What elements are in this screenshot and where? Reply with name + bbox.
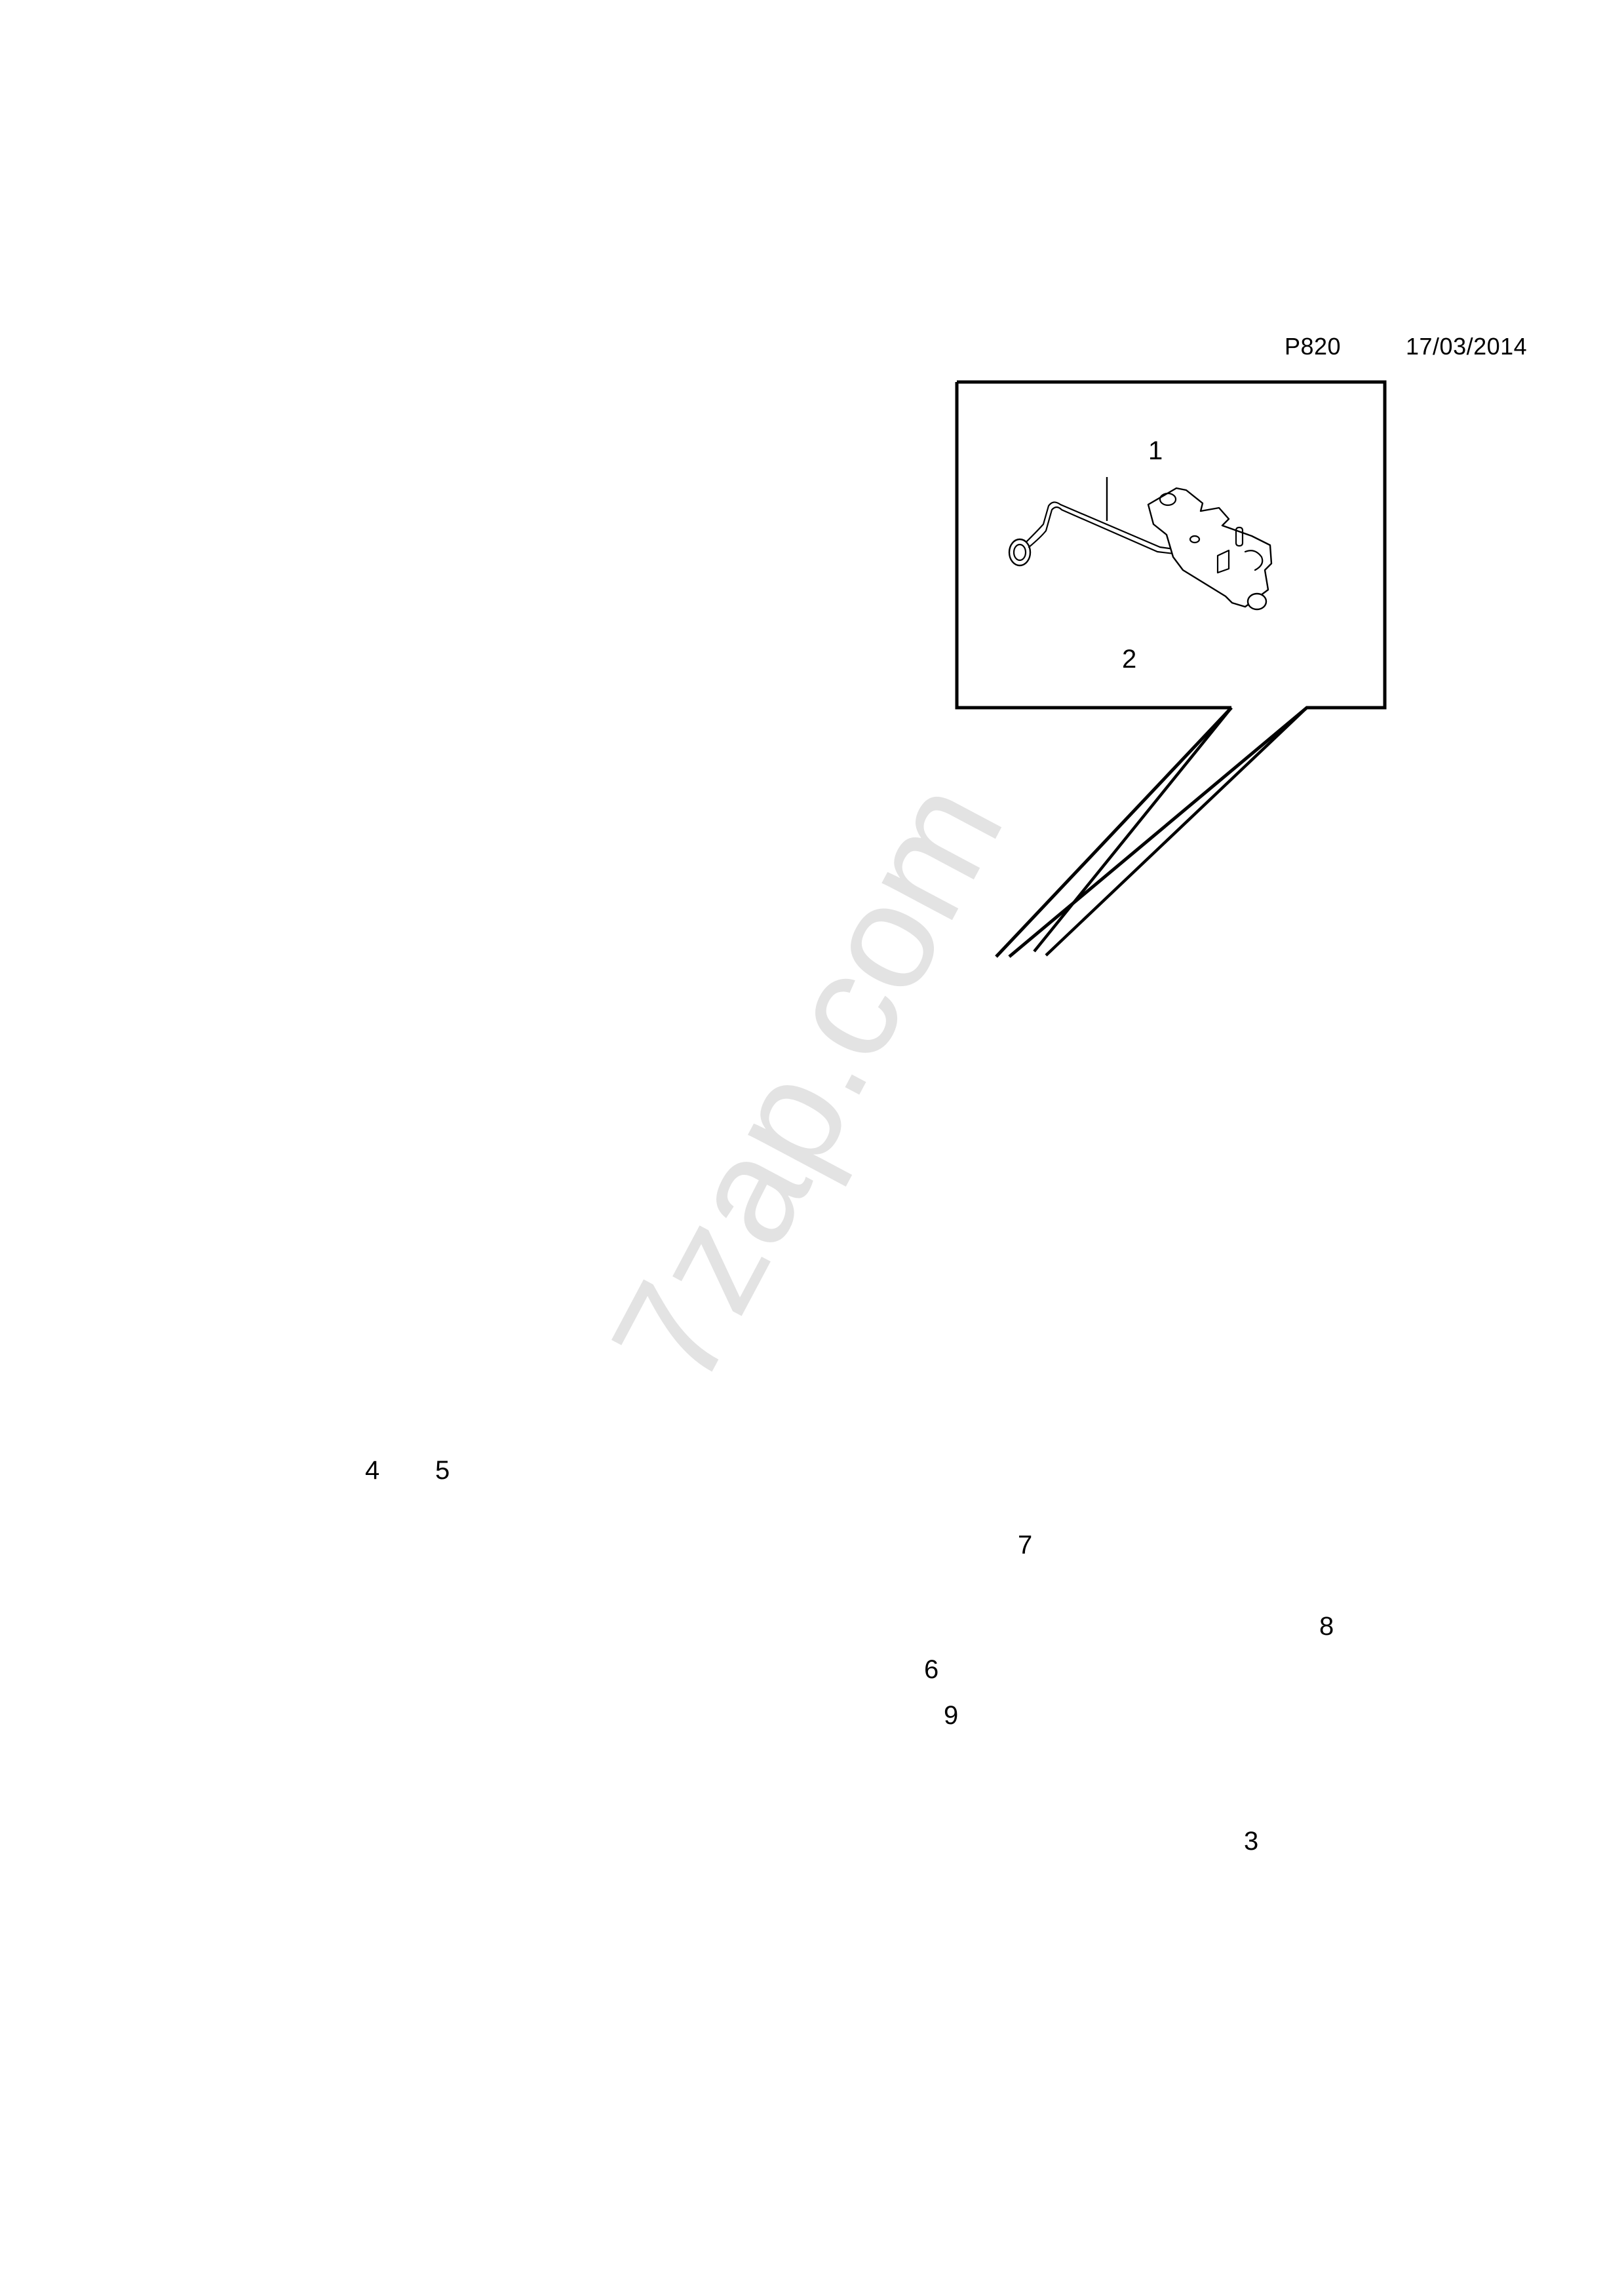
callout-3[interactable]: 3 <box>1244 1827 1259 1856</box>
part-1-antenna-cable <box>1008 487 1273 611</box>
upper-detail-frame <box>955 380 1387 958</box>
callout-5[interactable]: 5 <box>435 1456 450 1485</box>
callout-8[interactable]: 8 <box>1319 1612 1334 1641</box>
upper-detail-pointer <box>1033 706 1308 957</box>
callout-7[interactable]: 7 <box>1018 1531 1033 1559</box>
callout-1[interactable]: 1 <box>1148 436 1163 465</box>
callout-2[interactable]: 2 <box>1122 645 1137 674</box>
illustration-code: P820 <box>1285 333 1342 360</box>
illustration-date: 17/03/2014 <box>1406 333 1528 360</box>
callout-6[interactable]: 6 <box>924 1655 939 1684</box>
callout-9[interactable]: 9 <box>944 1701 959 1730</box>
upper-detail-panel <box>955 380 1387 958</box>
callout-4[interactable]: 4 <box>365 1456 380 1485</box>
